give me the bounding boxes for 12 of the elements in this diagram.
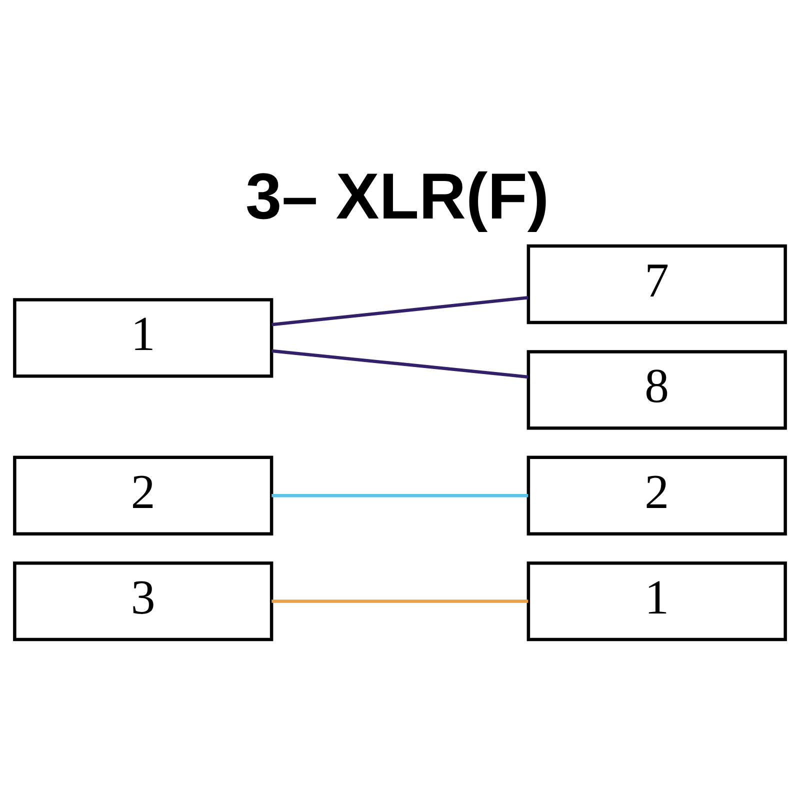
node-box: 1	[526, 560, 787, 641]
diagram-title: 3– XLR(F)	[246, 158, 549, 232]
connector	[272, 493, 528, 497]
connector	[271, 295, 528, 326]
node-box: 7	[526, 244, 787, 324]
node-box: 8	[526, 350, 787, 430]
node-box: 1	[13, 298, 274, 378]
node-box: 3	[13, 560, 274, 641]
node-box: 2	[13, 455, 274, 535]
connector	[271, 348, 528, 378]
connector	[272, 599, 528, 602]
node-box: 2	[526, 455, 787, 535]
